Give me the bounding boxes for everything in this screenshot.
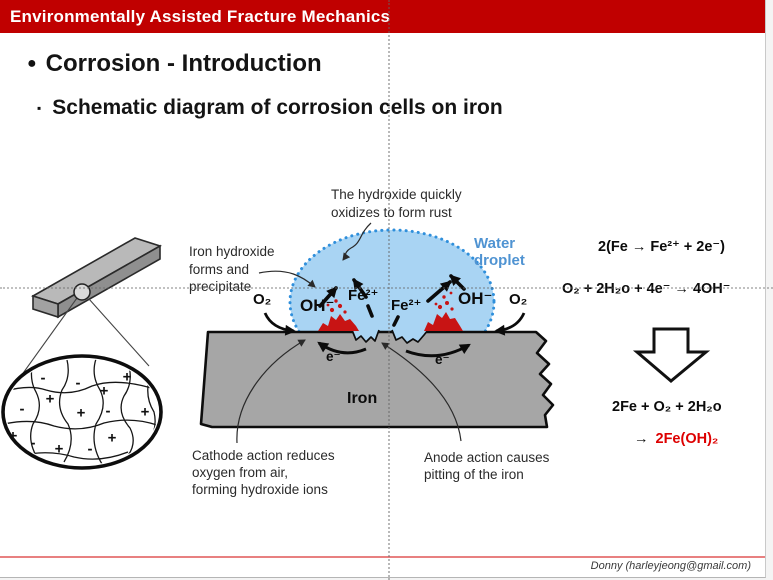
note-cathode: Cathode action reduces oxygen from air, … — [192, 448, 335, 497]
guide-horizontal — [0, 287, 773, 289]
electron-right-label: e⁻ — [435, 352, 450, 367]
grain-sign: + — [140, 403, 150, 421]
iron-label: Iron — [347, 390, 378, 407]
rust-deposits — [318, 291, 463, 331]
square-bullet-icon: ▪ — [37, 101, 42, 115]
water-droplet-label: Water droplet — [474, 235, 525, 269]
o2-right-label: O₂ — [509, 291, 528, 308]
grain-sign: - — [87, 440, 93, 458]
note-anode: Anode action causes pitting of the iron — [424, 450, 550, 482]
note-iron-hydroxide: Iron hydroxide forms and precipitate — [189, 244, 275, 294]
equation-cathodic: O₂ + 2H₂o + 4e⁻ → 4OH⁻ — [562, 281, 731, 297]
circle-bullet-icon: ● — [27, 55, 37, 72]
header-bar: Environmentally Assisted Fracture Mechan… — [0, 0, 765, 33]
fe-left-label: Fe²⁺ — [348, 287, 379, 304]
oh-right-label: OH⁻ — [458, 289, 493, 308]
footer-author: Donny (harleyjeong@gmail.com) — [590, 560, 751, 572]
slide-title: ● Corrosion - Introduction — [27, 50, 322, 78]
equation-overall: 2Fe + O₂ + 2H₂o — [612, 399, 722, 415]
grain-sign: + — [122, 368, 132, 386]
grain-sign: - — [40, 369, 46, 387]
magnified-spot — [73, 283, 91, 301]
annotation-arrows — [236, 222, 462, 444]
anode-pits — [351, 329, 429, 344]
down-arrow — [632, 327, 711, 383]
equation-product-formula: 2Fe(OH)₂ — [655, 431, 719, 447]
equation-anodic: 2(Fe → Fe²⁺ + 2e⁻) — [598, 239, 725, 255]
electron-left-label: e⁻ — [326, 349, 341, 364]
grain-sign: - — [30, 434, 36, 452]
header-title: Environmentally Assisted Fracture Mechan… — [10, 7, 391, 26]
grain-sign: + — [54, 440, 64, 458]
oh-left-label: OH⁻ — [300, 296, 335, 315]
slide-title-text: Corrosion - Introduction — [45, 50, 322, 77]
grain-sign: + — [107, 429, 117, 447]
equation-product-arrow: → — [634, 431, 649, 447]
footer-divider — [0, 556, 765, 558]
grain-sign: + — [76, 404, 86, 422]
slide-subtitle-text: Schematic diagram of corrosion cells on … — [52, 96, 503, 119]
oxygen-arrows — [263, 312, 526, 336]
slide-subtitle: ▪ Schematic diagram of corrosion cells o… — [37, 96, 503, 120]
ion-arrows — [318, 274, 466, 327]
o2-left-label: O₂ — [253, 291, 272, 308]
grain-sign: - — [75, 374, 81, 392]
equation-product: → 2Fe(OH)₂ — [634, 431, 718, 447]
grain-sign: - — [19, 400, 25, 418]
iron-slab — [199, 330, 555, 429]
grain-ellipse — [1, 354, 163, 470]
grain-sign: + — [45, 390, 55, 408]
metal-bar — [15, 237, 162, 384]
grain-sign: - — [105, 402, 111, 420]
grain-sign: + — [99, 382, 109, 400]
fe-right-label: Fe²⁺ — [391, 297, 422, 314]
electron-arrows — [317, 341, 471, 358]
guide-vertical — [388, 0, 390, 580]
grain-sign: + — [8, 427, 18, 445]
note-rust: The hydroxide quickly oxidizes to form r… — [331, 187, 462, 220]
